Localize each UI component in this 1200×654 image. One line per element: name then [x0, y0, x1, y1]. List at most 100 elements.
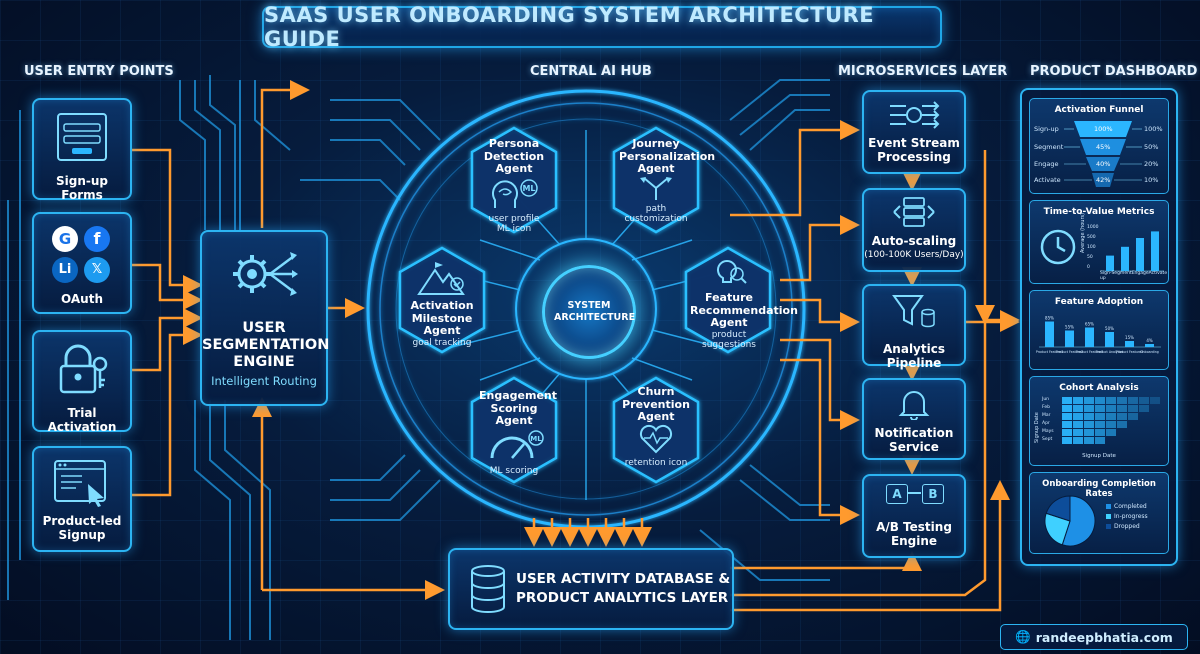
globe-icon: 🌐 — [1015, 629, 1031, 644]
user-segmentation-engine[interactable]: USER SEGMENTATION ENGINE Intelligent Rou… — [200, 230, 329, 406]
entry-signup-forms[interactable]: Sign-up Forms — [32, 98, 132, 202]
funnel-stage-label: Sign-up — [1034, 125, 1059, 133]
adoption-value-label: 4% — [1146, 338, 1153, 343]
service-label: Notification Service — [874, 426, 954, 454]
cohort-cell — [1073, 397, 1083, 404]
service-label: Auto-scaling — [871, 234, 957, 248]
service-ab-testing[interactable]: A B A/B Testing Engine — [862, 474, 966, 558]
agent-name: Churn Prevention Agent — [622, 385, 690, 423]
social-logins-icon: G f Li 𝕏 — [52, 226, 112, 284]
system-architecture-core[interactable]: SYSTEM ARCHITECTURE — [542, 265, 636, 359]
legend-label: Completed — [1114, 502, 1147, 510]
agent-churn-prevention[interactable]: Churn Prevention Agent retention icon — [616, 385, 696, 468]
cohort-cell — [1139, 405, 1149, 412]
agent-name: Journey Personalization Agent — [619, 137, 716, 175]
cohort-y-label: Signup Date — [1034, 412, 1040, 443]
footer-url: randeepbhatia.com — [1035, 629, 1173, 645]
adoption-bar — [1145, 344, 1154, 347]
service-sublabel: (100-100K Users/Day) — [864, 250, 964, 260]
agent-name: Engagement Scoring Agent — [479, 389, 557, 427]
cohort-cell — [1084, 429, 1094, 436]
cohort-cell — [1106, 405, 1116, 412]
ttv-bar — [1151, 231, 1159, 271]
entry-oauth[interactable]: G f Li 𝕏 OAuth — [32, 212, 132, 314]
cohort-cell — [1073, 413, 1083, 420]
agent-journey-personalization[interactable]: Journey Personalization Agent path custo… — [614, 137, 716, 225]
ab-test-icon: A B — [886, 484, 944, 504]
cohort-cell — [1117, 421, 1127, 428]
funnel-inner-value: 40% — [1096, 160, 1111, 168]
cohort-cell — [1106, 421, 1116, 428]
agent-feature-recommendation[interactable]: Feature Recommendation Agent product sug… — [686, 258, 798, 351]
adoption-category-label: Product Analytics — [1096, 350, 1124, 354]
entry-trial-activation[interactable]: Trial Activation — [32, 330, 132, 434]
entry-label: Product-led Signup — [42, 514, 122, 542]
agent-activation-milestone[interactable]: Activation Milestone Agent goal tracking — [400, 262, 484, 348]
cohort-cell — [1084, 413, 1094, 420]
ml-badge: ML — [530, 435, 542, 443]
entry-product-led-signup[interactable]: Product-led Signup — [32, 446, 132, 552]
service-notification[interactable]: Notification Service — [862, 378, 966, 460]
cohort-cell — [1117, 405, 1127, 412]
adoption-category-label: Onboarding — [1140, 350, 1159, 354]
cohort-cell — [1084, 397, 1094, 404]
cohort-analysis-card[interactable]: Cohort Analysis Signup Date Jun Feb Mar … — [1029, 376, 1169, 466]
bell-icon — [898, 391, 930, 420]
service-event-stream[interactable]: Event Stream Processing — [862, 90, 966, 174]
ttv-bar — [1121, 246, 1129, 271]
cohort-cell — [1073, 429, 1083, 436]
adoption-category-label: Product Feature2 — [1056, 350, 1083, 354]
adoption-bar — [1085, 327, 1094, 347]
agent-engagement-scoring[interactable]: Engagement Scoring Agent ML ML scoring — [474, 389, 557, 476]
cohort-cell — [1139, 397, 1149, 404]
activation-funnel-card[interactable]: Activation Funnel Sign-up Segment Engage… — [1029, 98, 1169, 194]
cohort-row-label: Apr — [1042, 421, 1050, 426]
cohort-cell — [1117, 397, 1127, 404]
pie-slice — [1044, 512, 1071, 546]
cohort-cell — [1095, 437, 1105, 444]
card-title: Time-to-Value Metrics — [1043, 207, 1155, 217]
legend-item: Dropped — [1106, 521, 1148, 531]
cohort-cell — [1095, 429, 1105, 436]
agent-name: Persona Detection Agent — [483, 137, 545, 175]
service-label: Event Stream Processing — [868, 136, 960, 164]
ttv-tick: 100 — [1087, 245, 1096, 250]
ttv-category: Sign-up — [1100, 271, 1112, 281]
cohort-cell — [1062, 397, 1072, 404]
ttv-tick: 1000 — [1087, 225, 1099, 230]
agent-desc: path customization — [624, 203, 688, 225]
service-auto-scaling[interactable]: Auto-scaling (100-100K Users/Day) — [862, 188, 966, 272]
cohort-x-label: Signup Date — [1082, 453, 1116, 459]
database-icon — [471, 565, 505, 613]
funnel-outer-value: 50% — [1144, 143, 1159, 151]
funnel-outer-value: 20% — [1144, 160, 1159, 168]
funnel-inner-value: 45% — [1096, 143, 1111, 151]
agent-persona-detection[interactable]: Persona Detection Agent ML user profile … — [474, 137, 554, 235]
server-scale-icon — [893, 197, 935, 227]
adoption-bar — [1065, 330, 1074, 347]
lightbulb-search-icon — [717, 259, 747, 284]
completion-rates-card[interactable]: Onboarding Completion Rates Completed In… — [1029, 472, 1169, 554]
agent-name: Feature Recommendation Agent — [690, 291, 798, 329]
adoption-category-label: Product Feature1 — [1036, 350, 1063, 354]
facebook-logo-icon: f — [84, 226, 110, 252]
adoption-value-label: 65% — [1085, 322, 1094, 327]
time-to-value-card[interactable]: Time-to-Value Metrics Average (hours) 10… — [1029, 200, 1169, 284]
ttv-bar-chart — [1100, 231, 1164, 272]
database-label: USER ACTIVITY DATABASE & PRODUCT ANALYTI… — [516, 570, 730, 608]
legend-item: Completed — [1106, 501, 1148, 511]
cohort-row-label: Jun — [1042, 397, 1050, 402]
ttv-tick: 50 — [1087, 255, 1093, 260]
service-analytics-pipeline[interactable]: Analytics Pipeline — [862, 284, 966, 370]
user-activity-database[interactable]: USER ACTIVITY DATABASE & PRODUCT ANALYTI… — [448, 548, 734, 630]
cohort-cell — [1095, 413, 1105, 420]
website-link[interactable]: 🌐 randeepbhatia.com — [1000, 624, 1188, 650]
brain-head-icon: ML — [492, 178, 538, 208]
pie-slice — [1045, 495, 1071, 522]
cohort-cell — [1106, 413, 1116, 420]
lock-key-icon — [59, 344, 108, 394]
card-title: Activation Funnel — [1054, 105, 1144, 115]
cohort-cell — [1117, 413, 1127, 420]
